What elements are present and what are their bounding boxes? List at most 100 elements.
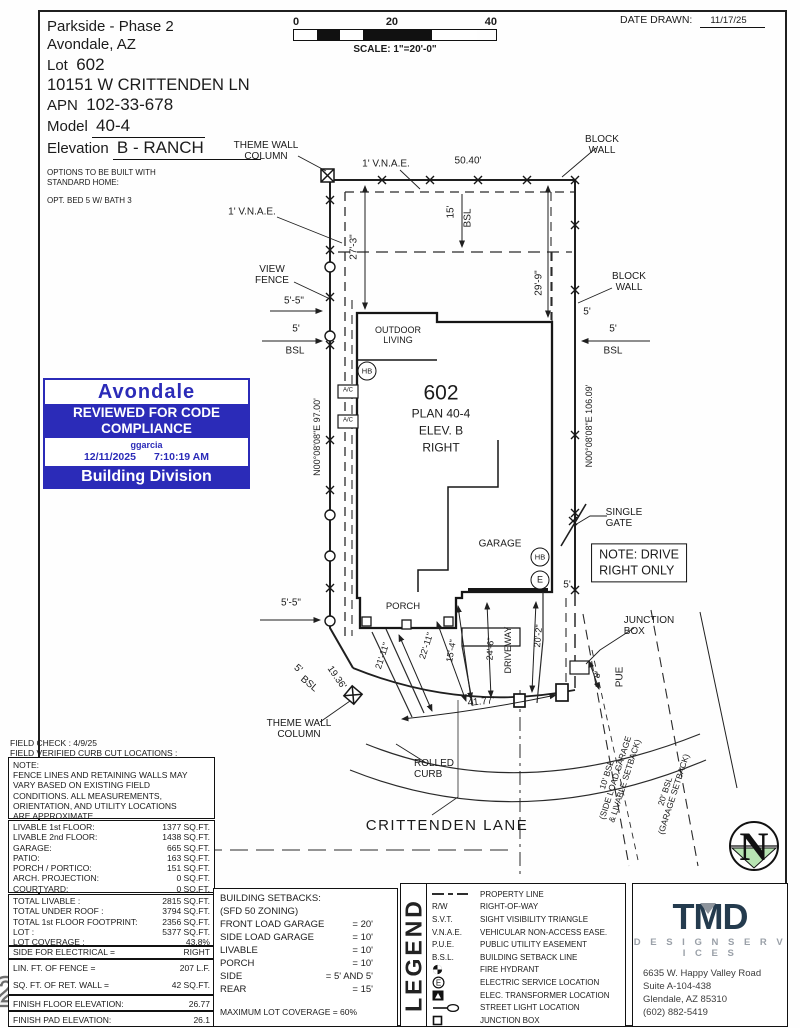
stamp-line1: REVIEWED FOR CODE xyxy=(72,405,220,420)
row-label: PORCH / PORTICO: xyxy=(13,863,92,874)
lot-number: 602 xyxy=(76,54,105,74)
row-value: 151 SQ.FT. xyxy=(167,863,210,874)
row-value: 26.1 xyxy=(193,1015,210,1025)
model-value: 40-4 xyxy=(92,116,206,138)
row-label: LIN. FT. OF FENCE = xyxy=(13,963,96,973)
stamp-city-logo: Avondale xyxy=(97,381,196,403)
firm-logo-triangle-icon xyxy=(700,903,717,914)
row-label: SIDE FOR ELECTRICAL = xyxy=(13,947,115,957)
transformer-icon xyxy=(432,990,480,1001)
legend-row: E ELECTRIC SERVICE LOCATION xyxy=(432,976,625,989)
legend-row: ELEC. TRANSFORMER LOCATION xyxy=(432,989,625,1002)
scale-tick-40: 40 xyxy=(484,16,497,28)
table-row: REAR = 15' xyxy=(220,983,391,996)
elevation-value: B - RANCH xyxy=(112,138,261,160)
legend-desc: PUBLIC UTILITY EASEMENT xyxy=(480,940,587,950)
row-value: 26.77 xyxy=(188,999,210,1009)
finish-floor-box: FINISH FLOOR ELEVATION:26.77 xyxy=(8,995,215,1011)
scale-bar: 0 20 40 SCALE: 1"=20'-0" xyxy=(293,16,497,55)
setbacks-rows: FRONT LOAD GARAGE= 20'SIDE LOAD GARAGE = … xyxy=(220,918,391,996)
row-label: SQ. FT. OF RET. WALL = xyxy=(13,980,109,990)
row-value: = 5' AND 5' xyxy=(325,971,373,982)
row-label: REAR xyxy=(220,984,247,995)
svg-text:E: E xyxy=(436,978,441,987)
lot-line: Lot 602 xyxy=(47,55,261,76)
firm-logo: TMD xyxy=(673,898,749,936)
legend-abbr: B.S.L. xyxy=(432,952,454,962)
table-row: FRONT LOAD GARAGE= 20' xyxy=(220,918,391,931)
stamp-datetime: 12/11/2025 7:10:19 AM xyxy=(45,451,248,466)
legend-row: S.V.T.SIGHT VISIBILITY TRIANGLE xyxy=(432,913,625,926)
eservice-icon: E xyxy=(432,976,480,989)
firm-box: TMD D E S I G N S E R V I C E S 6635 W. … xyxy=(632,883,788,1027)
apn-number: 102-33-678 xyxy=(86,95,174,115)
scale-tick-0: 0 xyxy=(293,16,300,28)
fence-table: LIN. FT. OF FENCE = 207 L.F. SQ. FT. OF RE… xyxy=(8,959,215,995)
svg-text:N: N xyxy=(740,824,769,869)
north-arrow-compass: N xyxy=(729,821,779,871)
row-value: RIGHT xyxy=(183,947,210,957)
legend-desc: ELECTRIC SERVICE LOCATION xyxy=(480,977,600,987)
row-value: 0 SQ.FT. xyxy=(176,873,210,884)
legend-row: B.S.L.BUILDING SETBACK LINE xyxy=(432,951,625,964)
row-value: 5377 SQ.FT. xyxy=(162,926,210,937)
legend-row: STREET LIGHT LOCATION xyxy=(432,1001,625,1014)
scale-ticks: 0 20 40 xyxy=(293,16,497,29)
legend-row: FIRE HYDRANT xyxy=(432,964,625,977)
row-label: ARCH. PROJECTION: xyxy=(13,873,99,884)
row-label: PATIO: xyxy=(13,852,40,863)
row-value: 3794 SQ.FT. xyxy=(162,906,210,917)
row-label: TOTAL LIVABLE : xyxy=(13,896,81,906)
legend-desc: ELEC. TRANSFORMER LOCATION xyxy=(480,990,610,1000)
table-row: PATIO:163 SQ.FT. xyxy=(9,853,214,863)
stamp-division: Building Division xyxy=(45,466,248,487)
table-row: SQ. FT. OF RET. WALL = 42 SQ.FT. xyxy=(9,977,214,994)
table-row: LIVABLE 2nd FLOOR:1438 SQ.FT. xyxy=(9,832,214,842)
legend-row: JUNCTION BOX xyxy=(432,1014,625,1026)
row-value: 43.8% xyxy=(185,937,210,946)
firm-address-1: 6635 W. Happy Valley Road xyxy=(643,968,762,979)
title-block: Parkside - Phase 2 Avondale, AZ Lot 602 … xyxy=(47,18,261,207)
table-row: SIDE LOAD GARAGE = 10' xyxy=(220,931,391,944)
table-row: SIDE FOR ELECTRICAL = RIGHT xyxy=(9,947,214,957)
legend-row: P.U.E.PUBLIC UTILITY EASEMENT xyxy=(432,938,625,951)
table-row: GARAGE:665 SQ.FT. xyxy=(9,843,214,853)
totals-table: TOTAL LIVABLE :2815 SQ.FT.TOTAL UNDER RO… xyxy=(8,894,215,946)
elevation-line: Elevation B - RANCH xyxy=(47,138,261,160)
row-value: 1438 SQ.FT. xyxy=(162,832,210,843)
table-row: LIVABLE= 10' xyxy=(220,944,391,957)
setbacks-title: BUILDING SETBACKS: (SFD 50 ZONING) xyxy=(220,893,321,917)
legend-desc: RIGHT-OF-WAY xyxy=(480,902,539,912)
row-value: 207 L.F. xyxy=(179,963,210,973)
firm-address-2: Suite A-104-438 xyxy=(643,981,712,993)
row-label: PORCH xyxy=(220,958,255,969)
table-row: LOT COVERAGE :43.8% xyxy=(9,937,214,946)
legend-title: LEGEND xyxy=(400,898,426,1012)
general-note-text: NOTE: FENCE LINES AND RETAINING WALLS MA… xyxy=(13,760,188,819)
row-value: = 15' xyxy=(352,984,373,995)
stamp-time: 7:10:19 AM xyxy=(153,451,210,463)
stamp-date: 12/11/2025 xyxy=(83,451,136,463)
apn-label: APN xyxy=(47,97,78,115)
table-row: PORCH / PORTICO: 151 SQ.FT. xyxy=(9,863,214,873)
row-label: SIDE xyxy=(220,971,243,982)
row-label: LIVABLE 1st FLOOR: xyxy=(13,822,95,832)
legend-row: V.N.A.E.VEHICULAR NON-ACCESS EASE. xyxy=(432,926,625,939)
row-label: LOT : xyxy=(13,926,35,937)
row-value: = 10' xyxy=(352,932,373,943)
legend-abbr: S.V.T. xyxy=(432,914,453,924)
row-value: 42 SQ.FT. xyxy=(171,980,210,990)
general-note-box: NOTE: FENCE LINES AND RETAINING WALLS MA… xyxy=(8,757,215,819)
site-address: 10151 W CRITTENDEN LN xyxy=(47,76,250,95)
scale-caption: SCALE: 1"=20'-0" xyxy=(353,44,437,55)
legend-desc: VEHICULAR NON-ACCESS EASE. xyxy=(480,927,608,937)
table-row: COURTYARD:0 SQ.FT. xyxy=(9,884,214,892)
legend-desc: FIRE HYDRANT xyxy=(480,965,540,975)
stamp-reviewed-text: REVIEWED FOR CODE COMPLIANCE xyxy=(45,404,248,438)
streetlight-icon xyxy=(432,1003,480,1013)
row-label: SIDE LOAD GARAGE xyxy=(220,932,314,943)
